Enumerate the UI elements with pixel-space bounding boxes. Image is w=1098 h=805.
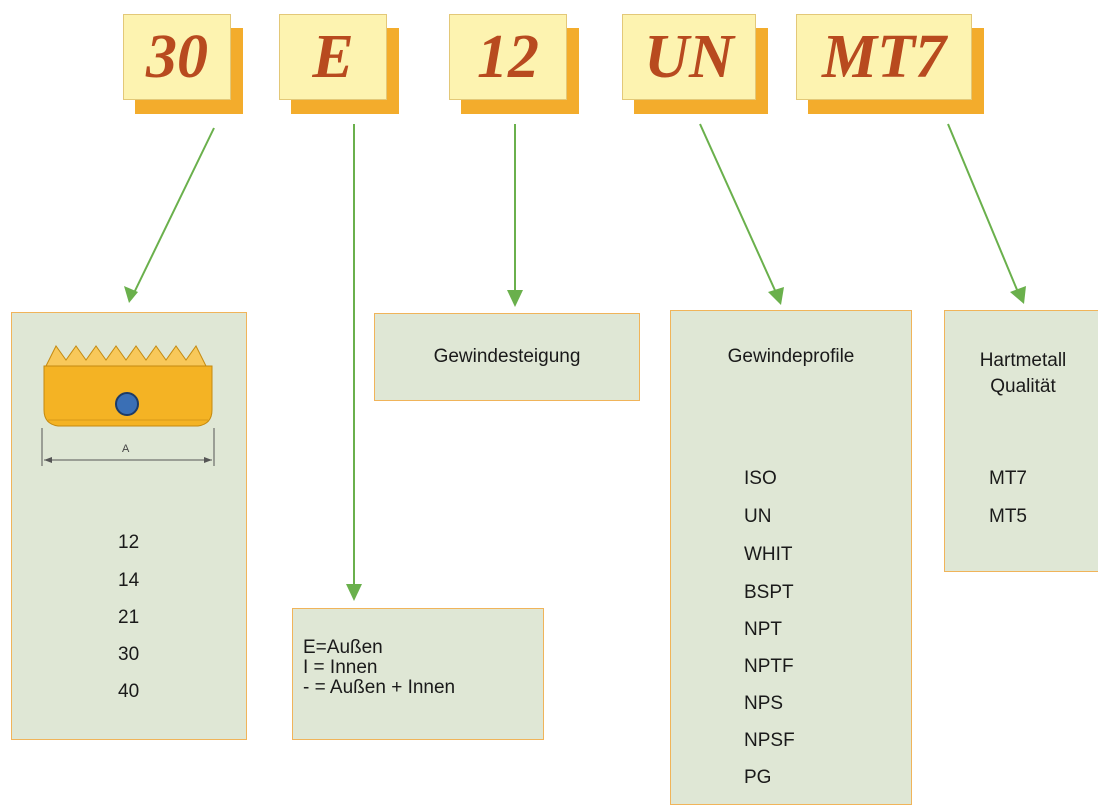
type-line: E=Außen xyxy=(303,637,383,658)
size-value: 14 xyxy=(118,570,140,591)
arrow-size xyxy=(131,127,215,298)
code-box-profile: UN xyxy=(622,14,768,114)
code-box-type: E xyxy=(279,14,399,114)
grade-value: MT7 xyxy=(989,468,1027,489)
profile-value: NPSF xyxy=(744,730,795,751)
profile-value: PG xyxy=(744,767,772,788)
grade-panel xyxy=(944,310,1098,572)
type-line: - = Außen + Innen xyxy=(303,677,456,698)
profile-panel xyxy=(670,310,912,805)
insert-hole xyxy=(115,392,139,416)
code-size-text: 30 xyxy=(146,23,208,91)
code-grade-text: MT7 xyxy=(822,23,946,91)
type-panel xyxy=(292,608,544,740)
size-value: 12 xyxy=(118,532,140,553)
type-line: I = Innen xyxy=(303,657,378,678)
code-box-pitch: 12 xyxy=(449,14,579,114)
pitch-panel xyxy=(374,313,640,401)
code-type-text: E xyxy=(312,23,354,91)
grade-title-line1: Hartmetall xyxy=(979,350,1067,371)
dimension-label-a: A xyxy=(122,443,130,455)
size-value: 40 xyxy=(118,681,140,702)
profile-value: ISO xyxy=(744,468,777,489)
profile-title: Gewindeprofile xyxy=(727,346,855,367)
code-pitch-text: 12 xyxy=(477,23,539,91)
arrow-grade xyxy=(947,123,1021,298)
pitch-title: Gewindesteigung xyxy=(433,346,581,367)
arrow-profile xyxy=(699,123,779,298)
profile-value: WHIT xyxy=(744,544,793,565)
grade-value: MT5 xyxy=(989,506,1027,527)
grade-title-line2: Qualität xyxy=(990,376,1056,397)
profile-value: NPS xyxy=(744,693,784,714)
profile-value: BSPT xyxy=(744,582,794,603)
code-profile-text: UN xyxy=(644,23,734,91)
profile-value: NPT xyxy=(744,619,782,640)
size-value: 30 xyxy=(118,644,140,665)
code-box-grade: MT7 xyxy=(796,14,984,114)
insert-teeth xyxy=(45,345,207,367)
code-box-size: 30 xyxy=(123,14,243,114)
profile-value: UN xyxy=(744,506,772,527)
size-value: 21 xyxy=(118,607,140,628)
profile-value: NPTF xyxy=(744,656,794,677)
